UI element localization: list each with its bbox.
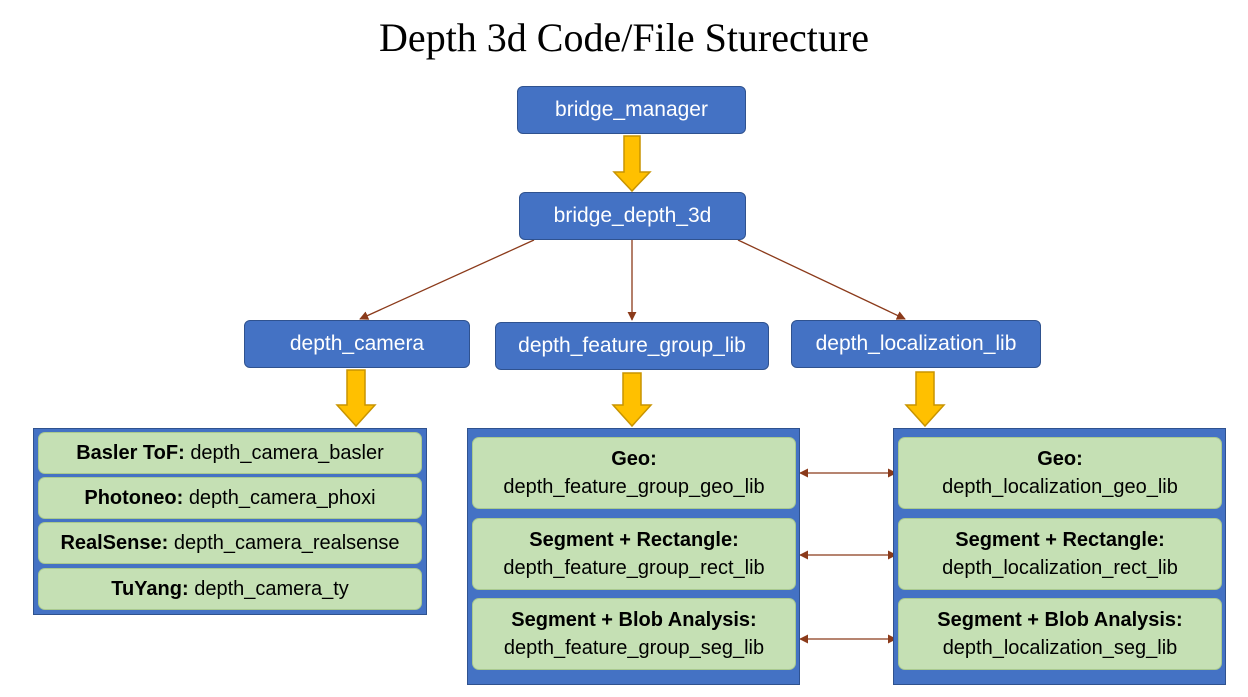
camera-item-value: depth_camera_ty	[194, 578, 349, 600]
node-bridge-depth-3d: bridge_depth_3d	[519, 192, 746, 240]
block-arrow-manager-to-bridge	[612, 135, 652, 193]
localization-item-rect: Segment + Rectangle: depth_localization_…	[898, 518, 1222, 590]
arrow-to-localization	[737, 239, 906, 320]
node-depth-localization-lib: depth_localization_lib	[791, 320, 1041, 368]
feature-item-label: Geo:	[611, 448, 657, 470]
feature-item-value: depth_feature_group_rect_lib	[503, 557, 765, 579]
localization-item-seg: Segment + Blob Analysis: depth_localizat…	[898, 598, 1222, 670]
block-arrow-camera	[335, 369, 377, 428]
camera-item-basler: Basler ToF: depth_camera_basler	[38, 432, 422, 474]
camera-item-label: Photoneo:	[84, 487, 184, 509]
localization-item-geo: Geo: depth_localization_geo_lib	[898, 437, 1222, 509]
camera-item-ty: TuYang: depth_camera_ty	[38, 568, 422, 610]
diagram-title: Depth 3d Code/File Sturecture	[379, 15, 869, 60]
localization-item-label: Segment + Rectangle:	[955, 529, 1165, 551]
feature-item-value: depth_feature_group_seg_lib	[503, 637, 765, 659]
node-depth-feature-group-lib: depth_feature_group_lib	[495, 322, 769, 370]
feature-item-value: depth_feature_group_geo_lib	[503, 476, 765, 498]
feature-item-label: Segment + Rectangle:	[529, 529, 739, 551]
arrow-to-depth-camera	[359, 239, 535, 320]
localization-item-label: Segment + Blob Analysis:	[937, 609, 1183, 631]
camera-item-value: depth_camera_realsense	[173, 532, 400, 554]
camera-item-label: RealSense:	[60, 532, 169, 554]
block-arrow-feature-group	[611, 372, 653, 428]
block-arrow-localization	[904, 371, 946, 428]
camera-item-realsense: RealSense: depth_camera_realsense	[38, 522, 422, 564]
feature-item-geo: Geo: depth_feature_group_geo_lib	[472, 437, 796, 509]
camera-item-label: TuYang:	[111, 578, 189, 600]
localization-item-value: depth_localization_rect_lib	[942, 557, 1178, 579]
localization-item-value: depth_localization_geo_lib	[942, 476, 1178, 498]
localization-item-label: Geo:	[1037, 448, 1083, 470]
feature-item-seg: Segment + Blob Analysis: depth_feature_g…	[472, 598, 796, 670]
node-bridge-manager: bridge_manager	[517, 86, 746, 134]
node-depth-camera: depth_camera	[244, 320, 470, 368]
camera-item-label: Basler ToF:	[76, 442, 185, 464]
camera-item-phoxi: Photoneo: depth_camera_phoxi	[38, 477, 422, 519]
feature-item-rect: Segment + Rectangle: depth_feature_group…	[472, 518, 796, 590]
localization-item-value: depth_localization_seg_lib	[942, 637, 1178, 659]
camera-item-value: depth_camera_phoxi	[188, 487, 376, 509]
feature-item-label: Segment + Blob Analysis:	[511, 609, 757, 631]
camera-item-value: depth_camera_basler	[190, 442, 384, 464]
